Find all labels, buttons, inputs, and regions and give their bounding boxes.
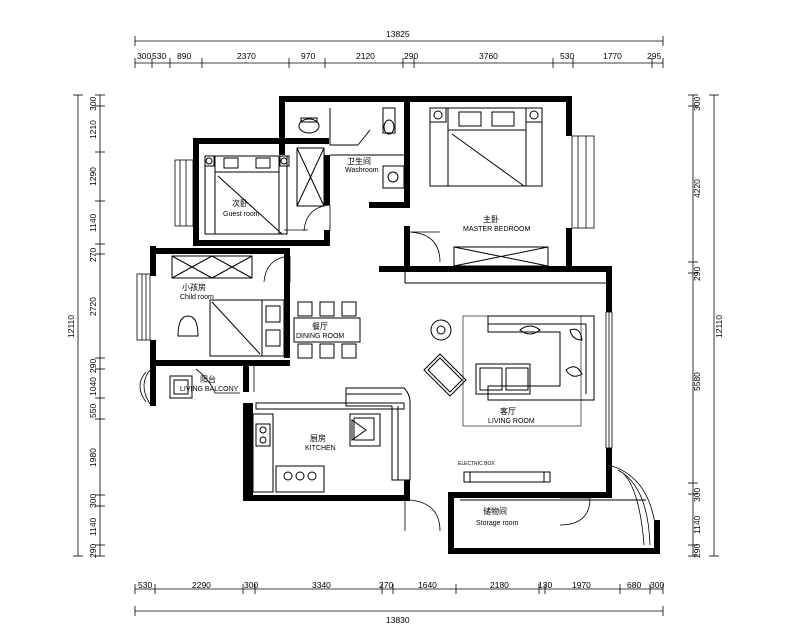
dim-top-10: 1770: [603, 51, 622, 61]
dim-left-12: 1140: [88, 517, 98, 536]
dimension-right: 300 4220 290 5580 300 1140 290 12110: [688, 94, 724, 558]
dim-left-7: 290: [88, 359, 98, 373]
room-labels: 卫生间 Washroom 次卧 Guest room 主卧 MASTER BED…: [180, 156, 535, 527]
dim-left-8: 1040: [88, 377, 98, 396]
kitchen-label-cn: 厨房: [310, 433, 326, 443]
dining-room-label-cn: 餐厅: [312, 322, 328, 331]
dim-bottom-4: 3340: [312, 580, 331, 590]
dim-top-7: 290: [404, 51, 418, 61]
kitchen-furniture: [252, 387, 411, 493]
dim-bottom-5: 270: [379, 580, 393, 590]
dim-left-6: 2720: [88, 297, 98, 316]
living-balcony-label-en: LIVING BALCONY: [180, 386, 239, 393]
dim-top-4: 2370: [237, 51, 256, 61]
dim-right-6: 1140: [692, 515, 702, 534]
dining-furniture: [293, 301, 361, 359]
dim-top-8: 3760: [479, 51, 498, 61]
child-room-label-en: Child room: [180, 294, 214, 301]
dim-bottom-6: 1640: [418, 580, 437, 590]
dim-top-11: 295: [647, 51, 661, 61]
dim-bottom-9: 1970: [572, 580, 591, 590]
dim-left-13: 290: [88, 544, 98, 558]
dim-right-5: 300: [692, 488, 702, 502]
dim-left-11: 300: [88, 494, 98, 508]
balcony-furniture: [169, 375, 193, 399]
dim-top-total: 13825: [386, 29, 410, 39]
dim-left-4: 1140: [88, 213, 98, 232]
svg-text:ELECTRIC BOX: ELECTRIC BOX: [458, 461, 495, 467]
dim-bottom-8: 130: [538, 580, 552, 590]
dim-right-2: 4220: [692, 179, 702, 198]
master-bedroom-label-cn: 主卧: [483, 214, 499, 224]
dim-bottom-11: 300: [650, 580, 664, 590]
dim-top-1: 300: [137, 51, 151, 61]
dim-left-10: 1980: [88, 448, 98, 467]
master-bedroom-furniture: [429, 107, 549, 267]
kitchen-label-en: KITCHEN: [305, 445, 336, 452]
dim-bottom-1: 530: [138, 580, 152, 590]
living-balcony-label-cn: 阳台: [200, 374, 216, 384]
dimension-bottom: 530 2290 300 3340 270 1640 2180 130 1970…: [134, 580, 664, 625]
dim-top-6: 2120: [356, 51, 375, 61]
dim-left-5: 270: [88, 248, 98, 262]
washroom-fixtures: [298, 107, 405, 189]
dining-room-label-en: DINING ROOM: [296, 333, 344, 340]
dim-top-2: 530: [152, 51, 166, 61]
dim-right-4: 5580: [692, 372, 702, 391]
dim-left-9: 550: [88, 404, 98, 418]
storage-room-label-cn: 储物间: [483, 506, 507, 516]
dim-top-9: 530: [560, 51, 574, 61]
master-bedroom-label-en: MASTER BEDROOM: [463, 226, 530, 233]
washroom-label-en: Washroom: [345, 167, 379, 174]
guest-room-furniture: [204, 147, 325, 235]
dimension-top: 13825 300 530 890 2370 970 2120 290 3760…: [134, 29, 664, 68]
dim-bottom-7: 2180: [490, 580, 509, 590]
dimension-left: 12110 300 1210 1290 1140 270 2720 290 10…: [66, 94, 105, 558]
dim-left-2: 1210: [88, 120, 98, 139]
guest-room-label-cn: 次卧: [232, 198, 248, 208]
walls: [150, 96, 660, 554]
living-room-furniture: ELECTRIC BOX: [404, 272, 606, 483]
storage-room-label-en: Storage room: [476, 520, 519, 527]
dim-bottom-total: 13830: [386, 615, 410, 625]
windows: [136, 135, 658, 546]
dim-left-3: 1290: [88, 167, 98, 186]
dim-bottom-10: 680: [627, 580, 641, 590]
dim-right-total: 12110: [714, 315, 724, 338]
dim-right-3: 290: [692, 267, 702, 281]
dim-bottom-2: 2290: [192, 580, 211, 590]
dim-top-5: 970: [301, 51, 315, 61]
dim-top-3: 890: [177, 51, 191, 61]
living-room-label-en: LIVING ROOM: [488, 418, 535, 425]
child-room-furniture: [171, 255, 285, 357]
dim-left-total: 12110: [66, 315, 76, 338]
child-room-label-cn: 小孩房: [182, 282, 206, 292]
dim-left-1: 300: [88, 97, 98, 111]
washroom-label-cn: 卫生间: [347, 156, 371, 166]
dim-right-7: 290: [692, 544, 702, 558]
doors: [195, 204, 591, 532]
dim-bottom-3: 300: [244, 580, 258, 590]
dim-right-1: 300: [692, 97, 702, 111]
guest-room-label-en: Guest room: [223, 211, 260, 218]
living-room-label-cn: 客厅: [500, 406, 516, 416]
